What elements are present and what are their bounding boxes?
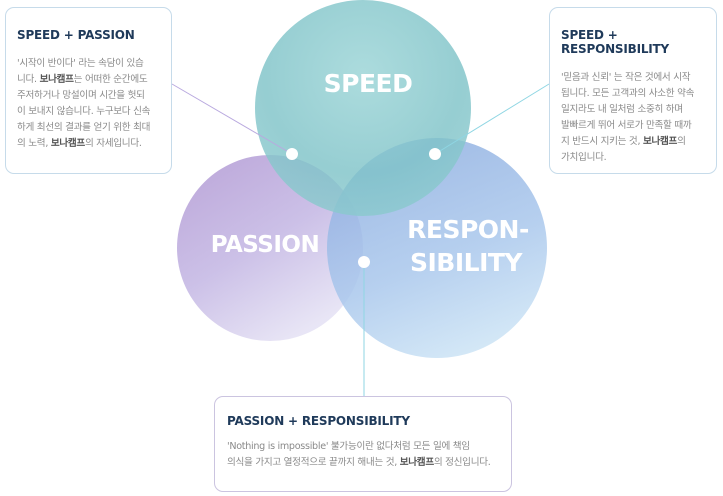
passion-responsibility-card: PASSION + RESPONSIBILITY 'Nothing is imp…: [214, 396, 512, 492]
brand-name: 보나캠프: [642, 136, 678, 147]
speed-label: SPEED: [324, 69, 413, 98]
body-line: 의 노력, 보나캠프의 자세입니다.: [17, 138, 142, 149]
body-line: 발빠르게 뛰어 서로가 만족할 때까: [561, 120, 692, 131]
speed-responsibility-title: SPEED + RESPONSIBILITY: [561, 28, 670, 56]
brand-name: 보나캠프: [39, 74, 74, 85]
passion-responsibility-title: PASSION + RESPONSIBILITY: [227, 414, 410, 428]
body-line: 'Nothing is impossible' 불가능이란 없다처럼 모든 일에…: [227, 441, 470, 452]
body-line: 의식을 가지고 열정적으로 끝까지 해내는 것, 보나캠프의 정신입니다.: [227, 457, 491, 468]
body-line: 하게 최선의 결과를 얻기 위한 최대: [17, 122, 151, 133]
body-line: 주저하거나 망설이며 시간을 헛되: [17, 90, 145, 101]
passion-label: PASSION: [211, 232, 320, 258]
body-line: 일지라도 내 일처럼 소중히 하며: [561, 104, 683, 115]
marker-passion-responsibility: [358, 256, 370, 268]
body-line: 가치입니다.: [561, 152, 607, 163]
body-line: 이 보내지 않습니다. 누구보다 신속: [17, 106, 151, 117]
speed-passion-title: SPEED + PASSION: [17, 28, 135, 42]
brand-name: 보나캠프: [50, 138, 85, 149]
marker-speed-responsibility: [429, 148, 441, 160]
passion-responsibility-text: 'Nothing is impossible' 불가능이란 없다처럼 모든 일에…: [227, 439, 499, 471]
brand-name: 보나캠프: [399, 457, 434, 468]
speed-responsibility-card: SPEED + RESPONSIBILITY '믿음과 신뢰' 는 작은 것에서…: [549, 7, 717, 174]
marker-speed-passion: [286, 148, 298, 160]
body-line: '시작이 반이다' 라는 속담이 있습: [17, 58, 144, 69]
connector-speed-passion: [171, 83, 293, 155]
body-line: 니다. 보나캠프는 어떠한 순간에도: [17, 74, 148, 85]
body-line: '믿음과 신뢰' 는 작은 것에서 시작: [561, 72, 691, 83]
responsibility-label-line1: RESPON-: [407, 215, 529, 244]
body-line: 지 반드시 지키는 것, 보나캠프의: [561, 136, 686, 147]
connector-speed-responsibility: [434, 83, 550, 155]
responsibility-label-line2: SIBILITY: [410, 248, 523, 277]
speed-circle: [255, 0, 471, 216]
body-line: 됩니다. 모든 고객과의 사소한 약속: [561, 88, 695, 99]
